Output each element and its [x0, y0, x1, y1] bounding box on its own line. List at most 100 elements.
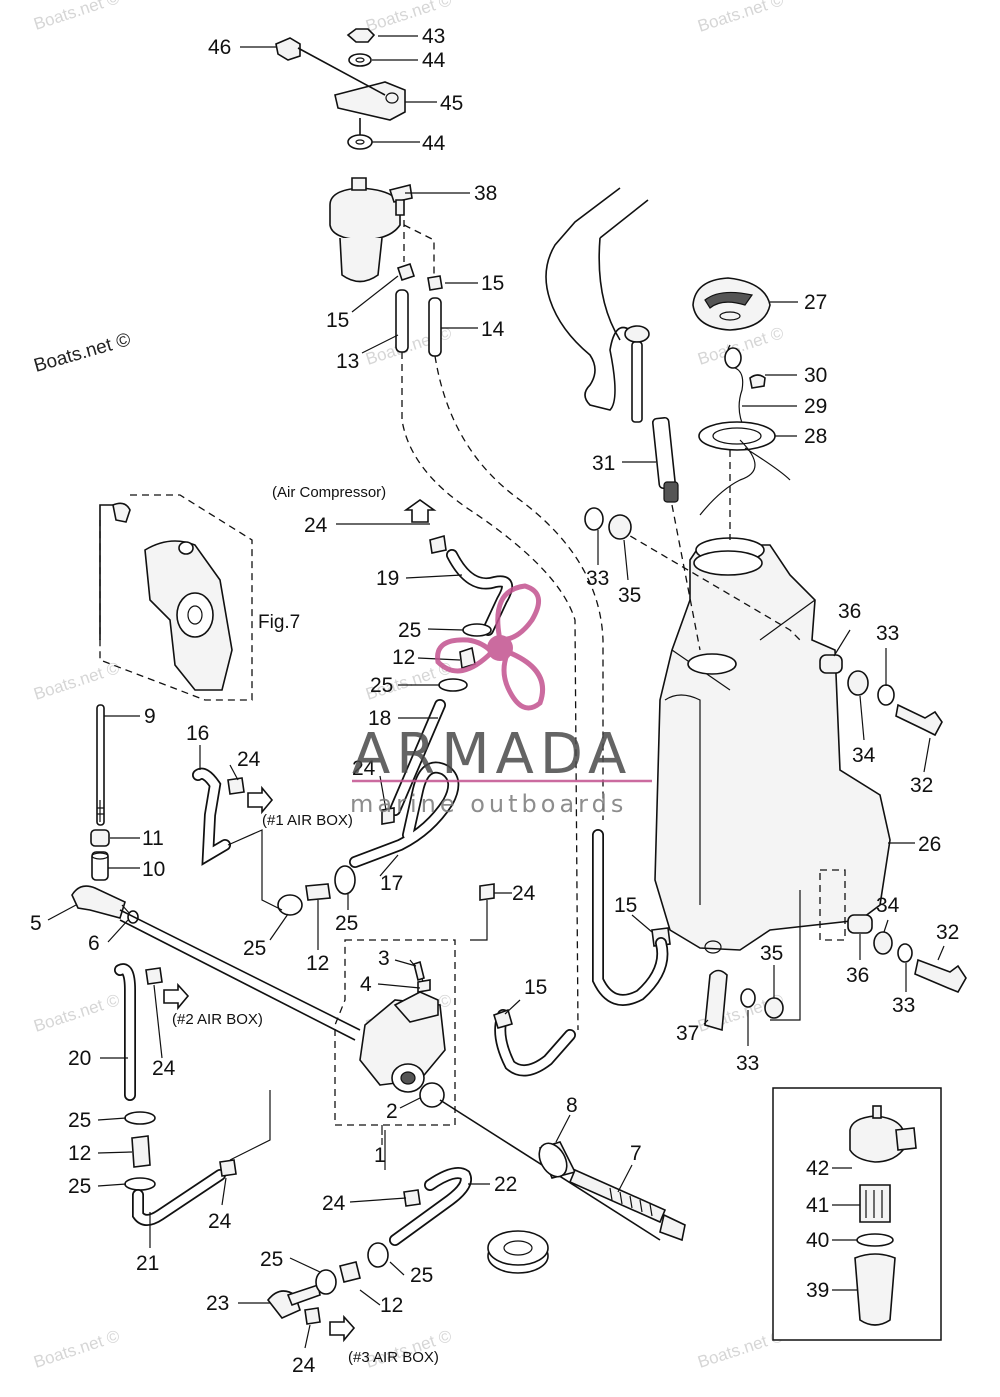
part-label: 32 [936, 921, 959, 944]
part-label: 11 [142, 827, 164, 850]
part-label: 24 [352, 757, 376, 780]
arrow-compressor [403, 499, 437, 523]
clip-24-mid [381, 807, 395, 825]
note-air-compressor: (Air Compressor) [272, 484, 386, 501]
ring-28 [698, 421, 776, 451]
part-label: 22 [494, 1173, 517, 1196]
brand-tagline: marine outboards [350, 790, 627, 818]
element-41 [859, 1184, 891, 1223]
part-label: 12 [380, 1294, 403, 1317]
bowl-39 [854, 1253, 896, 1326]
washer-33-r [877, 684, 895, 706]
nipple-4 [417, 979, 431, 993]
watermark: Boats.net © [695, 0, 786, 36]
credit-text: Boats.net © [32, 329, 133, 377]
part-label: 39 [806, 1279, 829, 1302]
part-label: 28 [804, 425, 827, 448]
part-label: 33 [892, 994, 915, 1017]
part-label: 46 [208, 36, 231, 59]
arrow-air3 [329, 1314, 356, 1343]
note-air-box-1: (#1 AIR BOX) [262, 812, 353, 829]
part-label: 31 [592, 452, 615, 475]
part-label: 19 [376, 567, 399, 590]
part-label: 33 [586, 567, 609, 590]
part-label: 29 [804, 395, 827, 418]
clip-24-22 [403, 1189, 421, 1207]
part-label: 33 [876, 622, 899, 645]
part-label: 1 [374, 1144, 386, 1167]
part-label: 24 [512, 882, 536, 905]
part-label: 25 [260, 1248, 283, 1271]
part-label: 9 [144, 705, 156, 728]
bracket-37 [704, 969, 728, 1032]
part-label: 10 [142, 858, 165, 881]
cap-27 [692, 277, 771, 331]
valve-12-center [305, 883, 331, 901]
part-label: 25 [335, 912, 358, 935]
part-label: 25 [398, 619, 421, 642]
hoses [114, 499, 576, 1343]
rod-assembly [71, 704, 361, 1041]
bolt-32-lower [914, 958, 967, 994]
watermark: Boats.net © [31, 0, 122, 34]
part-label: 38 [474, 182, 497, 205]
clip-24-top [429, 534, 447, 554]
fig7-label: Fig.7 [258, 612, 300, 633]
part-label: 14 [481, 318, 505, 341]
part-label: 15 [481, 272, 504, 295]
clip-24-air1 [227, 777, 245, 795]
clip-24-right [479, 883, 495, 901]
part-label: 4 [360, 973, 372, 996]
clip-25-center [334, 865, 356, 895]
fuel-filter-assembly [275, 28, 443, 357]
washer-33 [584, 507, 604, 531]
arrow-air2 [163, 982, 190, 1011]
part-label: 24 [322, 1192, 346, 1215]
part-label: 12 [392, 646, 415, 669]
part-label: 12 [68, 1142, 91, 1165]
o-ring-2 [419, 1082, 445, 1108]
part-label: 37 [676, 1022, 699, 1045]
clip-15b [427, 275, 443, 291]
part-label: 7 [630, 1142, 642, 1165]
watermark: Boats.net © [31, 990, 122, 1036]
part-label: 5 [30, 912, 42, 935]
part-label: 24 [208, 1210, 232, 1233]
filter-bowl [339, 237, 383, 283]
tube-13 [395, 289, 409, 353]
part-label: 25 [68, 1175, 91, 1198]
part-label: 21 [136, 1252, 159, 1275]
clip-24-low [219, 1159, 237, 1177]
part-label: 25 [68, 1109, 91, 1132]
fig7-box [99, 494, 253, 701]
clip-24-air2 [145, 967, 163, 985]
o-ring-40 [856, 1233, 894, 1247]
part-label: 15 [614, 894, 637, 917]
part-label: 34 [852, 744, 876, 767]
oil-tank-assembly [545, 187, 967, 1032]
rod-9 [96, 704, 105, 826]
grommet-34 [847, 670, 869, 696]
note-air-box-3: (#3 AIR BOX) [348, 1349, 439, 1366]
part-label: 40 [806, 1229, 829, 1252]
sender-31 [631, 341, 643, 423]
watermark: Boats.net © [31, 658, 122, 704]
part-label: 23 [206, 1292, 229, 1315]
part-label: 24 [304, 514, 328, 537]
part-label: 42 [806, 1157, 829, 1180]
shaft-assembly [487, 1141, 686, 1274]
part-label: 24 [152, 1057, 176, 1080]
armada-logo: ARMADA marine outboards [350, 583, 652, 818]
washer-44-lower [347, 134, 373, 150]
part-label: 35 [760, 942, 783, 965]
part-label: 6 [88, 932, 100, 955]
part-label: 24 [237, 748, 261, 771]
part-label: 41 [806, 1194, 829, 1217]
oil-pump-assembly [334, 939, 661, 1241]
note-air-box-2: (#2 AIR BOX) [172, 1011, 263, 1028]
screw-3 [413, 960, 425, 982]
part-label: 16 [186, 722, 209, 745]
part-label: 3 [378, 947, 390, 970]
part-label: 26 [918, 833, 941, 856]
